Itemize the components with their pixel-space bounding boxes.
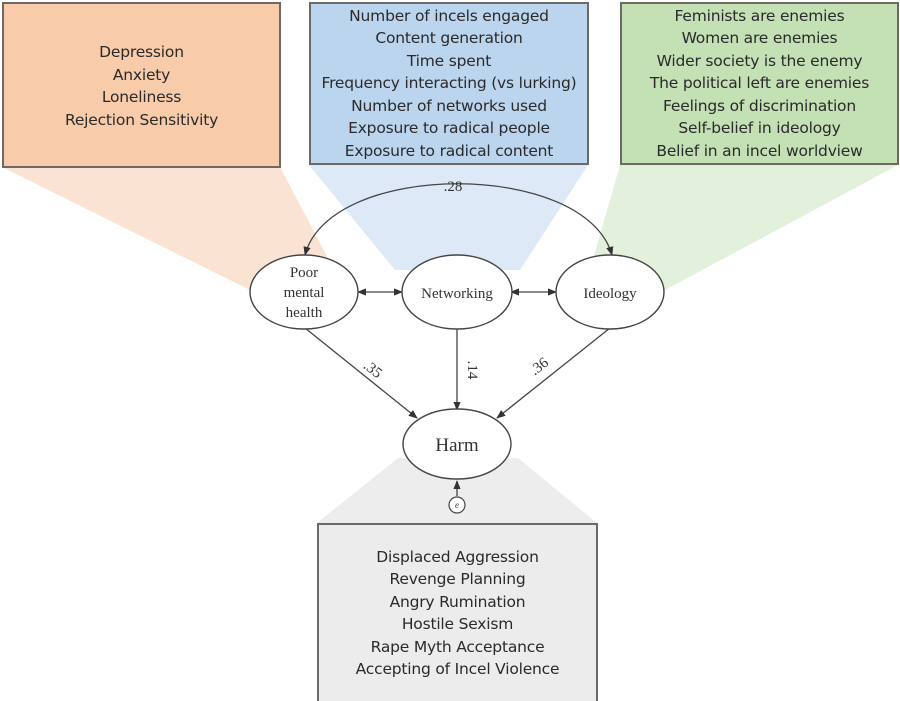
networking-fan <box>309 165 588 270</box>
indicator: Belief in an incel worldview <box>656 141 863 160</box>
node-label: Ideology <box>583 286 637 302</box>
indicator: Number of networks used <box>351 96 547 115</box>
indicator: Women are enemies <box>681 29 838 48</box>
ideology-fan <box>590 165 898 290</box>
covariance-label: .28 <box>444 179 463 195</box>
indicator: Feminists are enemies <box>674 6 845 25</box>
mental-to-harm-coefficient: .35 <box>360 358 385 382</box>
indicator: Rape Myth Acceptance <box>370 637 545 656</box>
indicator: Displaced Aggression <box>376 547 539 566</box>
mental-health-fan <box>2 167 330 290</box>
error-label: e <box>455 500 459 510</box>
node-label: Networking <box>421 286 493 302</box>
mental-to-harm-path <box>304 327 418 419</box>
node-label-line: mental <box>284 285 325 301</box>
networking-indicators-box: Number of incels engaged Content generat… <box>309 2 589 165</box>
ideology-indicators-box: Feminists are enemies Women are enemies … <box>620 2 899 165</box>
harm-indicators-box: Displaced Aggression Revenge Planning An… <box>317 523 598 701</box>
networking-to-harm-coefficient: .14 <box>464 361 480 380</box>
indicator: Exposure to radical content <box>344 141 554 160</box>
indicator: Rejection Sensitivity <box>64 110 219 129</box>
mental-health-indicators-box: Depression Anxiety Loneliness Rejection … <box>2 2 281 168</box>
indicator: Exposure to radical people <box>348 119 550 138</box>
indicator: Content generation <box>375 29 523 48</box>
ideology-to-harm-path <box>496 327 611 419</box>
indicator: Number of incels engaged <box>349 6 549 25</box>
covariance-arc <box>303 183 614 256</box>
node-label-line: Poor <box>290 265 318 281</box>
node-ideology: Ideology <box>555 254 665 330</box>
indicator: Anxiety <box>112 65 171 84</box>
indicator: Feelings of discrimination <box>663 96 856 115</box>
node-label-line: health <box>286 305 323 321</box>
indicator: Time spent <box>406 51 492 70</box>
ideology-to-harm-coefficient: .36 <box>527 354 552 378</box>
node-harm: Harm <box>402 408 512 480</box>
indicator: Depression <box>99 43 184 61</box>
indicator: Wider society is the enemy <box>656 51 863 70</box>
node-label: Harm <box>435 435 478 456</box>
error-term: e <box>448 496 466 514</box>
indicator: Hostile Sexism <box>401 615 514 633</box>
indicator: The political left are enemies <box>649 74 870 93</box>
node-poor-mental-health: Poor mental health <box>249 254 359 330</box>
indicator: Accepting of Incel Violence <box>355 660 560 678</box>
indicator: Frequency interacting (vs lurking) <box>321 74 577 93</box>
indicator: Self-belief in ideology <box>678 119 841 138</box>
indicator: Loneliness <box>101 88 182 106</box>
indicator: Angry Rumination <box>389 592 526 611</box>
indicator: Revenge Planning <box>389 570 526 588</box>
node-networking: Networking <box>401 254 513 330</box>
